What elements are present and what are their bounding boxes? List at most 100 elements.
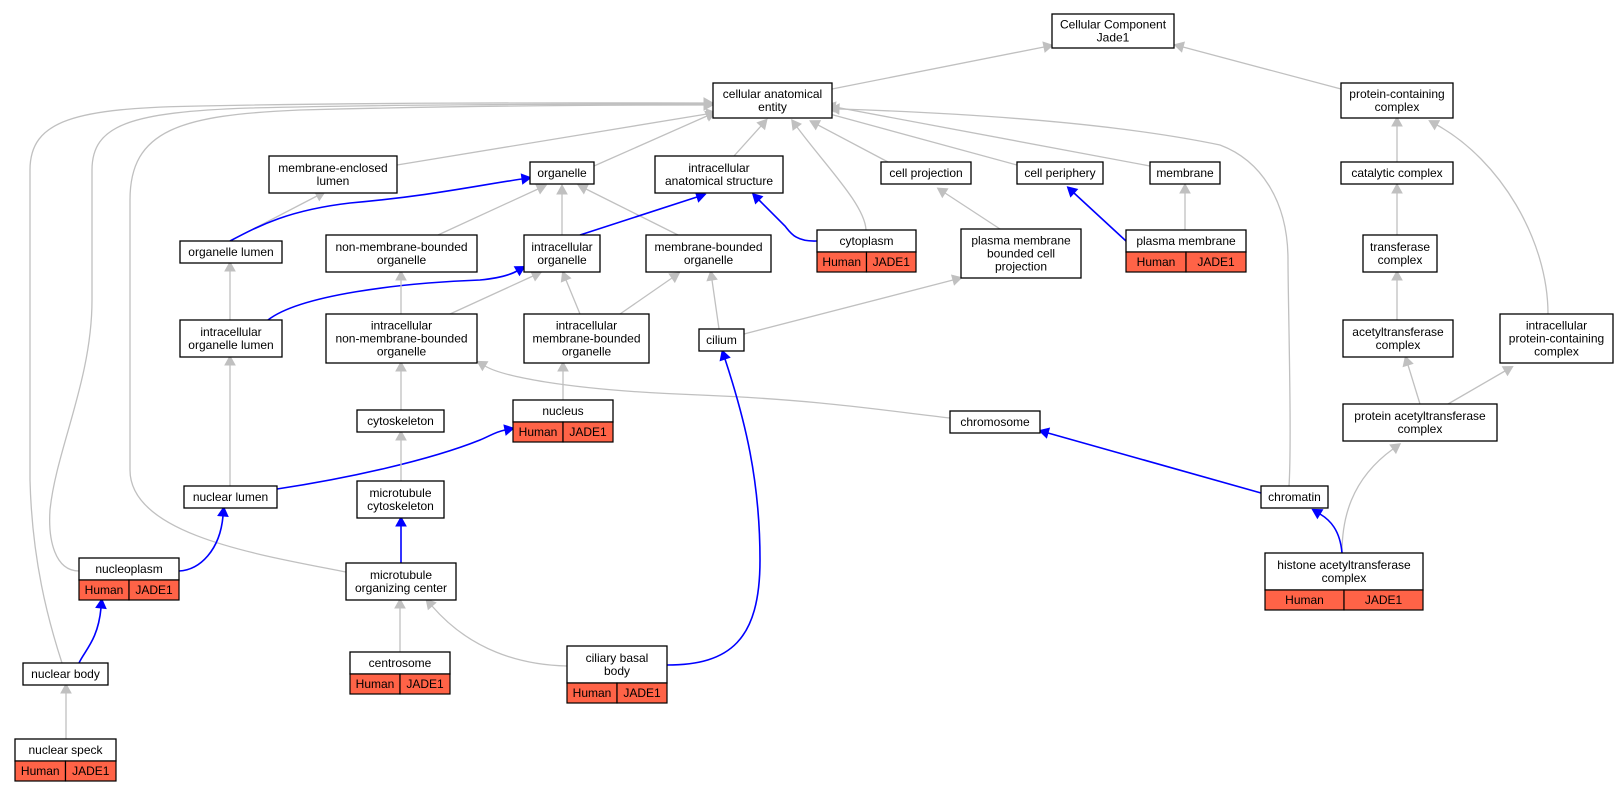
node-label-line: membrane bbox=[1156, 166, 1214, 180]
node-box bbox=[22, 662, 109, 686]
go-term-nucbody[interactable]: nuclear body bbox=[22, 662, 109, 686]
node-label-line: intracellular bbox=[531, 240, 592, 254]
node-label-line: nucleoplasm bbox=[95, 562, 162, 576]
edge-arrowhead bbox=[425, 598, 437, 611]
edge-actcomp-to-transcomp bbox=[1391, 269, 1403, 320]
node-label-line: Jade1 bbox=[1097, 31, 1130, 45]
edge-cellproj-to-cae bbox=[809, 120, 889, 163]
gene-label: JADE1 bbox=[135, 583, 173, 597]
node-label-line: non-membrane-bounded bbox=[335, 240, 467, 254]
edge-line bbox=[1073, 192, 1127, 242]
node-label-line: organelle bbox=[684, 253, 734, 267]
node-box bbox=[645, 234, 772, 273]
node-label-line: membrane-enclosed bbox=[278, 161, 387, 175]
gene-cell bbox=[562, 421, 614, 443]
node-label-line: protein-containing bbox=[1509, 332, 1604, 346]
node-label-line: cytoskeleton bbox=[367, 414, 434, 428]
edge-ias-to-cae bbox=[733, 118, 768, 157]
node-label-line: lumen bbox=[317, 174, 350, 188]
node-box bbox=[523, 234, 601, 273]
node-box bbox=[179, 240, 283, 264]
edge-arrowhead bbox=[703, 97, 715, 109]
node-label-line: organelle lumen bbox=[188, 338, 273, 352]
node-label-line: cellular anatomical bbox=[723, 87, 822, 101]
go-term-org[interactable]: organelle bbox=[529, 161, 595, 185]
go-term-cilium[interactable]: cilium bbox=[698, 328, 745, 352]
go-term-inmbo[interactable]: intracellularnon-membrane-boundedorganel… bbox=[325, 313, 478, 364]
edge-nucbody-to-nucleoplasm bbox=[78, 597, 107, 664]
edge-line bbox=[178, 515, 224, 572]
edge-mtcyto-to-cytoskel bbox=[395, 429, 407, 481]
edge-arrowhead bbox=[1501, 365, 1514, 377]
edge-line bbox=[1407, 364, 1421, 405]
edge-line bbox=[49, 103, 705, 572]
node-label-line: complex bbox=[1376, 338, 1421, 352]
species-label: Human bbox=[1137, 255, 1176, 269]
node-label-line: organelle bbox=[377, 253, 427, 267]
go-term-orglumen[interactable]: organelle lumen bbox=[179, 240, 283, 264]
edge-membrane-to-cae bbox=[825, 101, 1151, 167]
go-term-chromatin[interactable]: chromatin bbox=[1260, 485, 1329, 509]
edge-arrowhead bbox=[476, 360, 489, 372]
gene-cell bbox=[64, 760, 117, 782]
go-term-cellper[interactable]: cell periphery bbox=[1016, 161, 1104, 185]
go-term-nuclumen[interactable]: nuclear lumen bbox=[183, 485, 278, 509]
edge-catcomp-to-pcc bbox=[1391, 115, 1403, 162]
node-label-line: cytoskeleton bbox=[367, 499, 434, 513]
edge-arrowhead bbox=[668, 272, 681, 284]
node-box bbox=[183, 485, 278, 509]
edge-line bbox=[831, 46, 1045, 90]
species-label: Human bbox=[21, 764, 60, 778]
go-term-membrane[interactable]: membrane bbox=[1149, 161, 1221, 185]
node-label-line: ciliary basal bbox=[586, 651, 649, 665]
node-label-line: complex bbox=[1378, 253, 1423, 267]
edge-arrowhead bbox=[60, 682, 72, 694]
go-term-cellproj[interactable]: cell projection bbox=[880, 161, 972, 185]
gene-label: JADE1 bbox=[623, 686, 661, 700]
go-term-chromosome[interactable]: chromosome bbox=[949, 410, 1041, 434]
edge-arrowhead bbox=[217, 505, 229, 517]
node-label-line: chromatin bbox=[1268, 490, 1321, 504]
edge-arrowhead bbox=[556, 183, 568, 195]
node-label-line: protein acetyltransferase bbox=[1354, 409, 1486, 423]
node-label-line: complex bbox=[1398, 422, 1443, 436]
edge-mbo-to-org bbox=[577, 183, 679, 236]
go-term-catcomp[interactable]: catalytic complex bbox=[1340, 161, 1454, 185]
gene-cell bbox=[1343, 589, 1424, 611]
edge-arrowhead bbox=[1042, 41, 1054, 53]
node-label-line: protein-containing bbox=[1349, 87, 1444, 101]
node-box bbox=[356, 409, 445, 433]
go-term-cytoskel[interactable]: cytoskeleton bbox=[356, 409, 445, 433]
edge-arrowhead bbox=[1389, 443, 1402, 455]
node-box bbox=[523, 313, 650, 364]
node-box bbox=[325, 234, 478, 273]
